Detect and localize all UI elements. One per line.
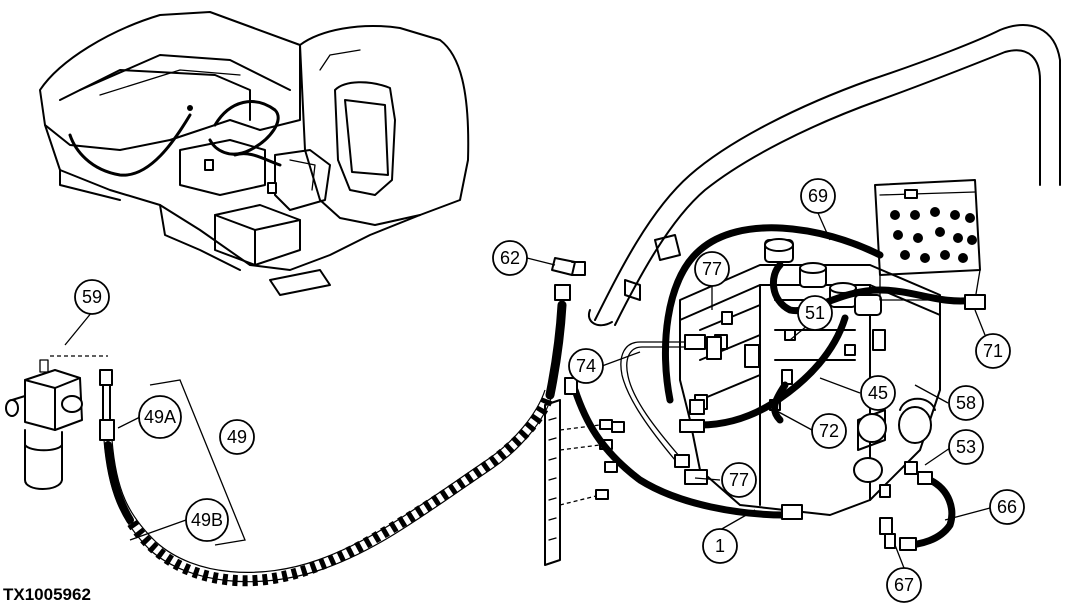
hose-bracket [544, 399, 613, 566]
svg-text:53: 53 [956, 437, 976, 457]
callout-49B: 49B [185, 498, 229, 542]
hose-49 [103, 389, 554, 587]
svg-text:71: 71 [983, 341, 1003, 361]
pilot-manifold [874, 179, 981, 301]
callout-51: 51 [797, 295, 833, 331]
callout-58: 58 [948, 385, 984, 421]
svg-text:59: 59 [82, 287, 102, 307]
svg-text:49A: 49A [144, 407, 176, 427]
svg-text:66: 66 [997, 497, 1017, 517]
callout-66: 66 [989, 489, 1025, 525]
fittings [564, 294, 986, 551]
svg-text:77: 77 [702, 259, 722, 279]
svg-text:74: 74 [576, 356, 596, 376]
callout-1: 1 [702, 528, 738, 564]
svg-text:58: 58 [956, 393, 976, 413]
svg-text:69: 69 [808, 186, 828, 206]
callout-45: 45 [860, 375, 896, 411]
drawing-code: TX1005962 [3, 585, 91, 604]
svg-text:1: 1 [715, 536, 725, 556]
callout-49A: 49A [138, 395, 182, 439]
callout-77-top: 77 [694, 251, 730, 287]
pilot-filter-assembly [5, 355, 115, 490]
callout-leaders [64, 212, 991, 569]
svg-text:77: 77 [729, 470, 749, 490]
callout-72: 72 [811, 413, 847, 449]
callout-74: 74 [568, 348, 604, 384]
callout-77-bottom: 77 [721, 462, 757, 498]
boom-outline [587, 24, 1061, 327]
svg-text:51: 51 [805, 303, 825, 323]
callout-69: 69 [800, 178, 836, 214]
callout-59: 59 [74, 279, 110, 315]
svg-text:45: 45 [868, 383, 888, 403]
svg-text:49B: 49B [191, 510, 223, 530]
svg-text:49: 49 [227, 427, 247, 447]
callout-71: 71 [975, 333, 1011, 369]
callout-53: 53 [948, 429, 984, 465]
svg-text:72: 72 [819, 421, 839, 441]
valve-hoses [571, 224, 979, 549]
callout-67: 67 [886, 567, 922, 603]
hose-62 [545, 257, 586, 400]
svg-text:62: 62 [500, 248, 520, 268]
machine-overview-illustration [39, 11, 470, 296]
callout-62: 62 [492, 240, 528, 276]
callout-49: 49 [219, 419, 255, 455]
svg-text:67: 67 [894, 575, 914, 595]
